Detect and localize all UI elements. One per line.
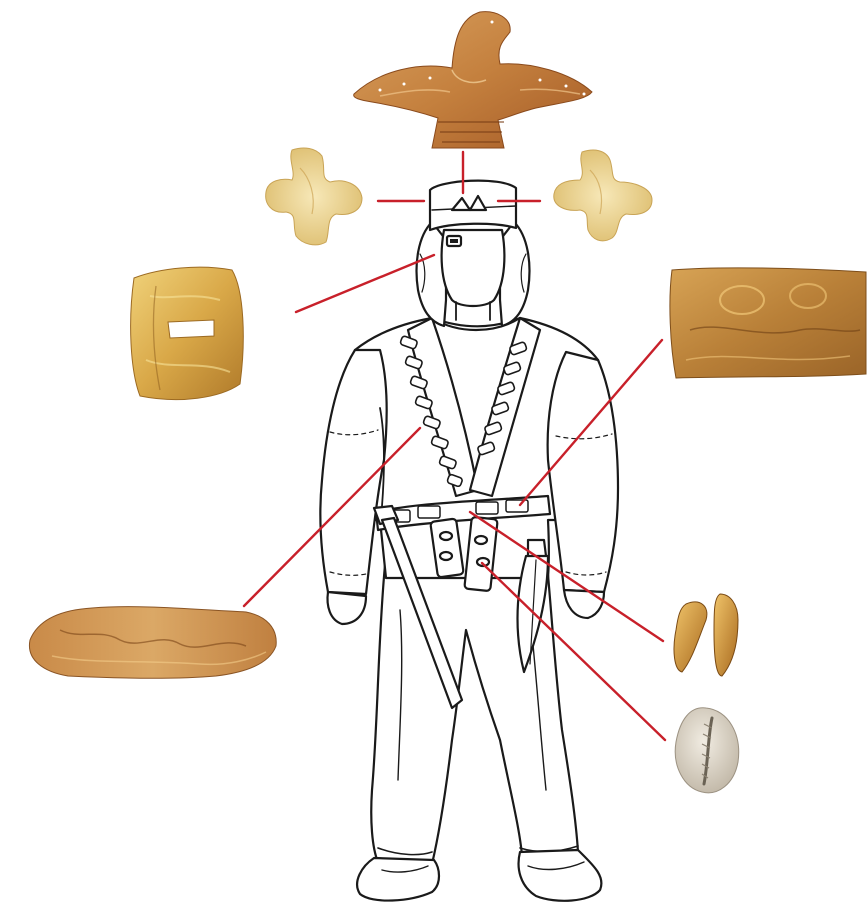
boots <box>357 850 601 901</box>
right-hand <box>564 590 604 618</box>
figure-drawing <box>320 181 618 901</box>
leader-square <box>296 255 434 312</box>
cowrie-shell <box>675 708 738 793</box>
belt-plaque <box>670 268 866 378</box>
trousers <box>371 565 578 864</box>
cross-plaque-left <box>266 148 362 245</box>
left-hand <box>328 592 366 624</box>
tooth-pendant <box>674 594 738 676</box>
eagle-plaque <box>354 12 592 148</box>
cross-plaque-right <box>554 150 652 241</box>
square-plaque <box>131 267 244 399</box>
strip-plaque <box>29 607 276 679</box>
